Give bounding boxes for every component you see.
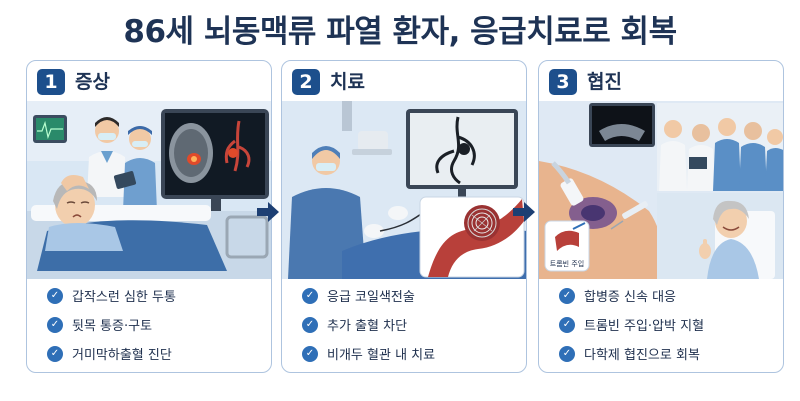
check-circle-icon: ✓	[302, 316, 318, 333]
list-item: ✓합병증 신속 대응	[559, 283, 783, 308]
list-item: ✓트롬빈 주입·압박 지혈	[559, 312, 783, 337]
arrow-right-icon	[513, 202, 535, 222]
list-item: ✓응급 코일색전술	[302, 283, 526, 308]
symptom-list: ✓갑작스런 심한 두통 ✓뒷목 통증·구토 ✓거미막하출혈 진단	[27, 283, 271, 370]
list-item: ✓뒷목 통증·구토	[47, 312, 271, 337]
check-circle-icon: ✓	[302, 287, 318, 304]
panel-collaboration: 3 협진 트롬빈 주입	[538, 60, 784, 373]
collaboration-illustration: 트롬빈 주입	[539, 101, 783, 279]
check-circle-icon: ✓	[302, 345, 318, 362]
panel-title: 치료	[330, 71, 365, 93]
panel-title: 증상	[75, 71, 110, 93]
list-item: ✓추가 출혈 차단	[302, 312, 526, 337]
list-item: ✓다학제 협진으로 회복	[559, 341, 783, 366]
symptoms-illustration	[27, 101, 271, 279]
panel-symptoms: 1 증상	[26, 60, 272, 373]
page-title: 86세 뇌동맥류 파열 환자, 응급치료로 회복	[123, 14, 677, 50]
treatment-list: ✓응급 코일색전술 ✓추가 출혈 차단 ✓비개두 혈관 내 치료	[282, 283, 526, 370]
check-circle-icon: ✓	[559, 345, 575, 362]
panel-header: 1 증상	[27, 61, 271, 101]
panel-treatment: 2 치료	[281, 60, 527, 373]
panel-title: 협진	[587, 71, 622, 93]
check-circle-icon: ✓	[47, 287, 63, 304]
panel-header: 3 협진	[539, 61, 783, 101]
check-circle-icon: ✓	[47, 316, 63, 333]
step-number-badge: 2	[292, 69, 320, 95]
thrombin-label: 트롬빈 주입	[550, 259, 584, 268]
step-number-badge: 1	[37, 69, 65, 95]
check-circle-icon: ✓	[47, 345, 63, 362]
list-item: ✓비개두 혈관 내 치료	[302, 341, 526, 366]
check-circle-icon: ✓	[559, 316, 575, 333]
treatment-illustration	[282, 101, 526, 279]
list-item: ✓갑작스런 심한 두통	[47, 283, 271, 308]
collaboration-list: ✓합병증 신속 대응 ✓트롬빈 주입·압박 지혈 ✓다학제 협진으로 회복	[539, 283, 783, 370]
panel-header: 2 치료	[282, 61, 526, 101]
step-number-badge: 3	[549, 69, 577, 95]
arrow-right-icon	[257, 202, 279, 222]
check-circle-icon: ✓	[559, 287, 575, 304]
list-item: ✓거미막하출혈 진단	[47, 341, 271, 366]
